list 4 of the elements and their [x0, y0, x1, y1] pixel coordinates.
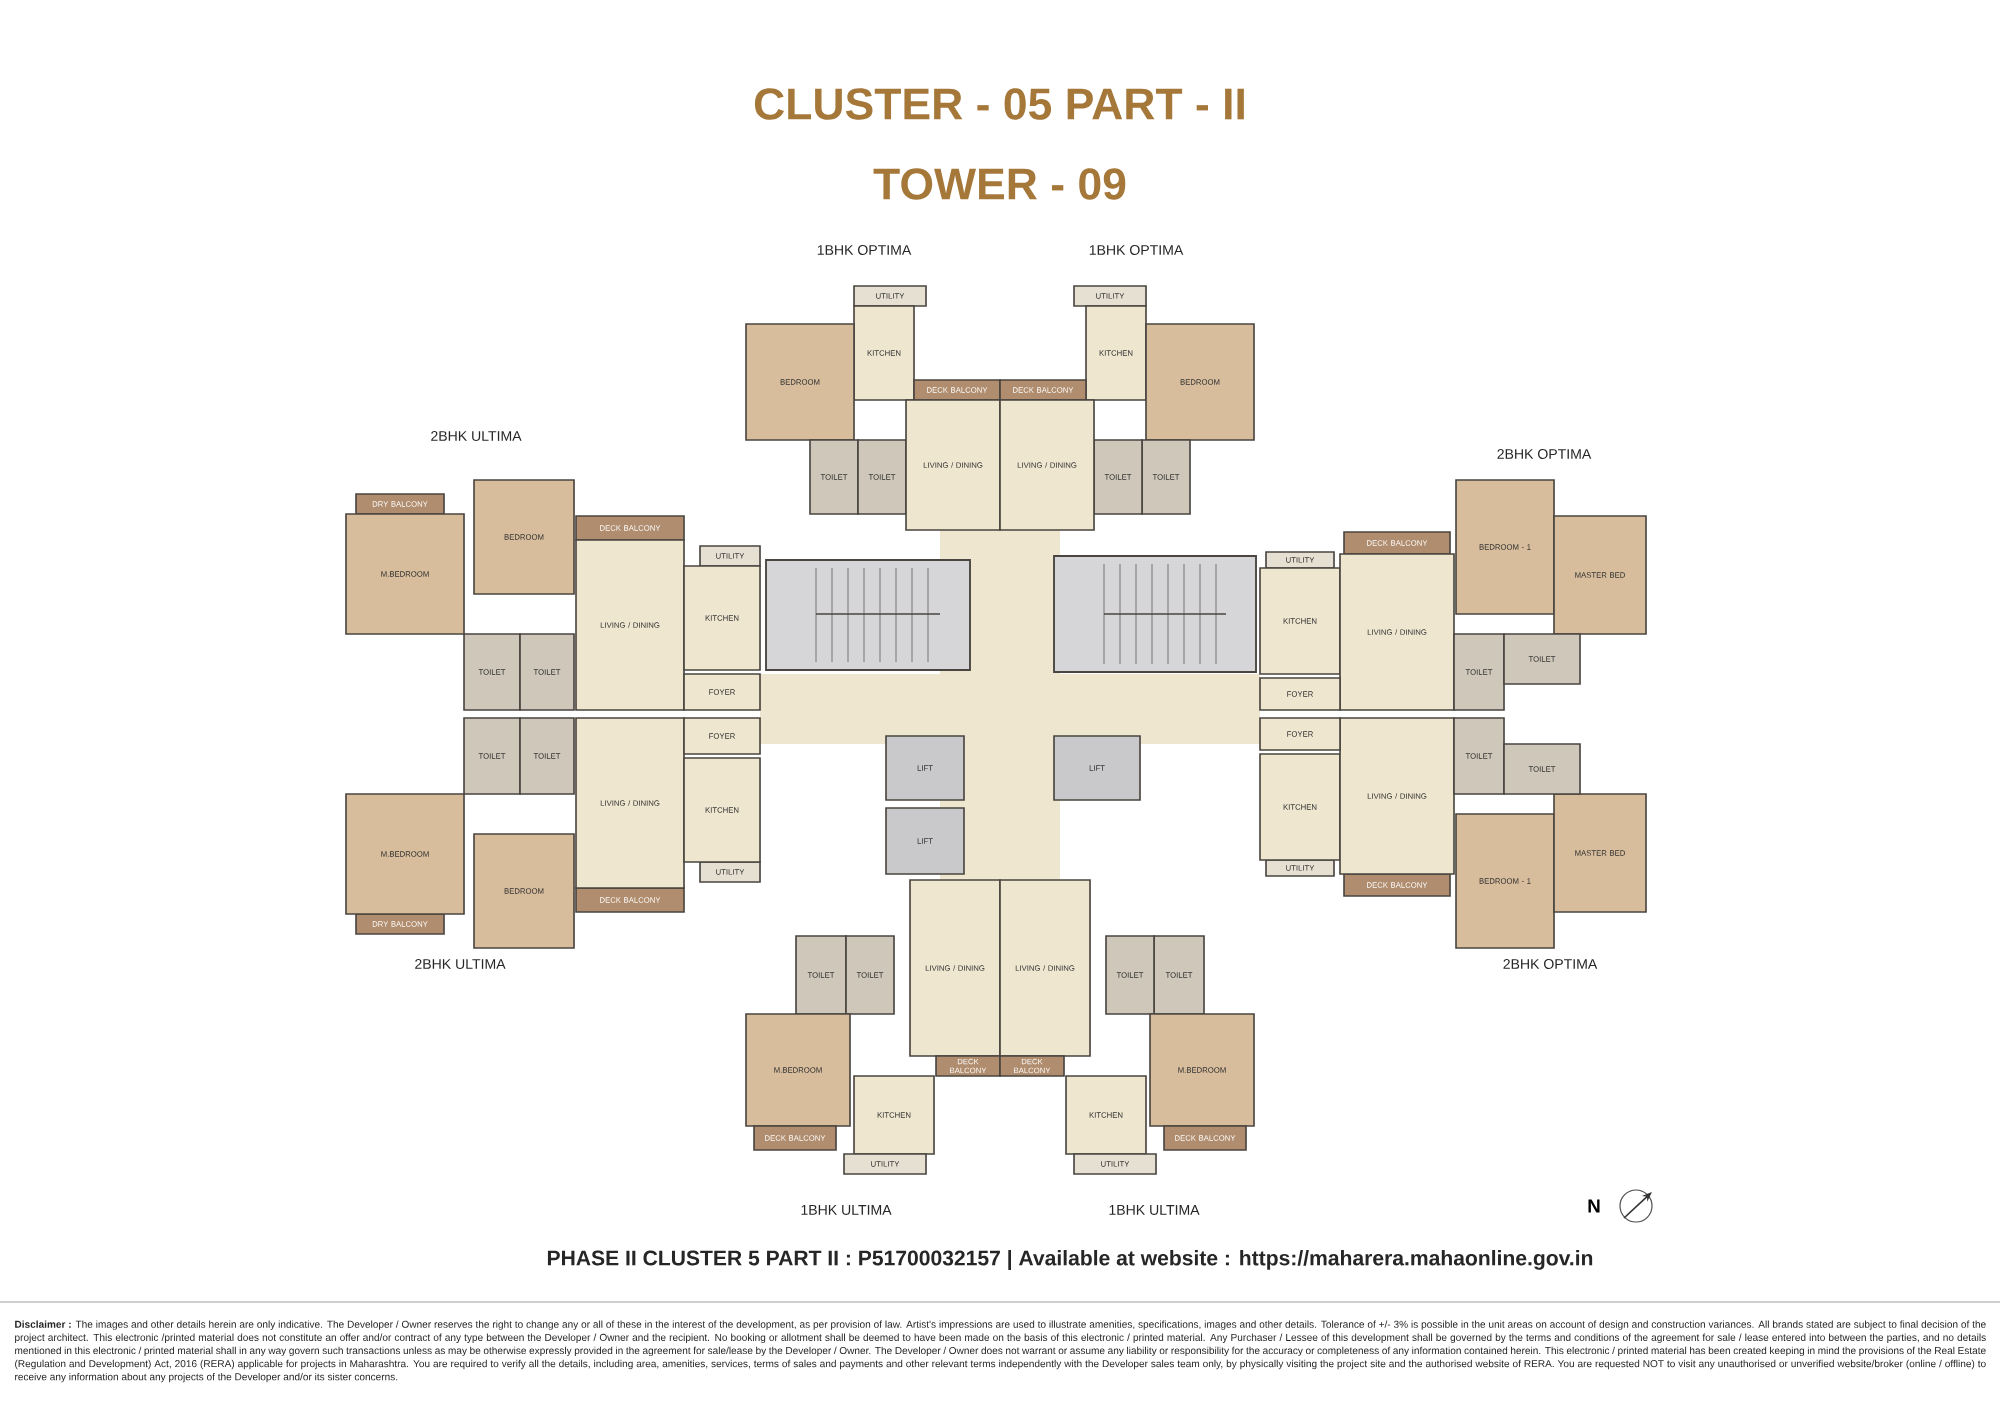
title: CLUSTER - 05 PART - II: [754, 88, 1244, 120]
caption: PHASE II CLUSTER 5 PART II : P51700032157 | Available at website : https://maharera.mahaonline.gov.in: [547, 1250, 1593, 1270]
title: TOWER - 09: [873, 168, 1126, 200]
north-label: N: [1588, 1199, 1600, 1213]
